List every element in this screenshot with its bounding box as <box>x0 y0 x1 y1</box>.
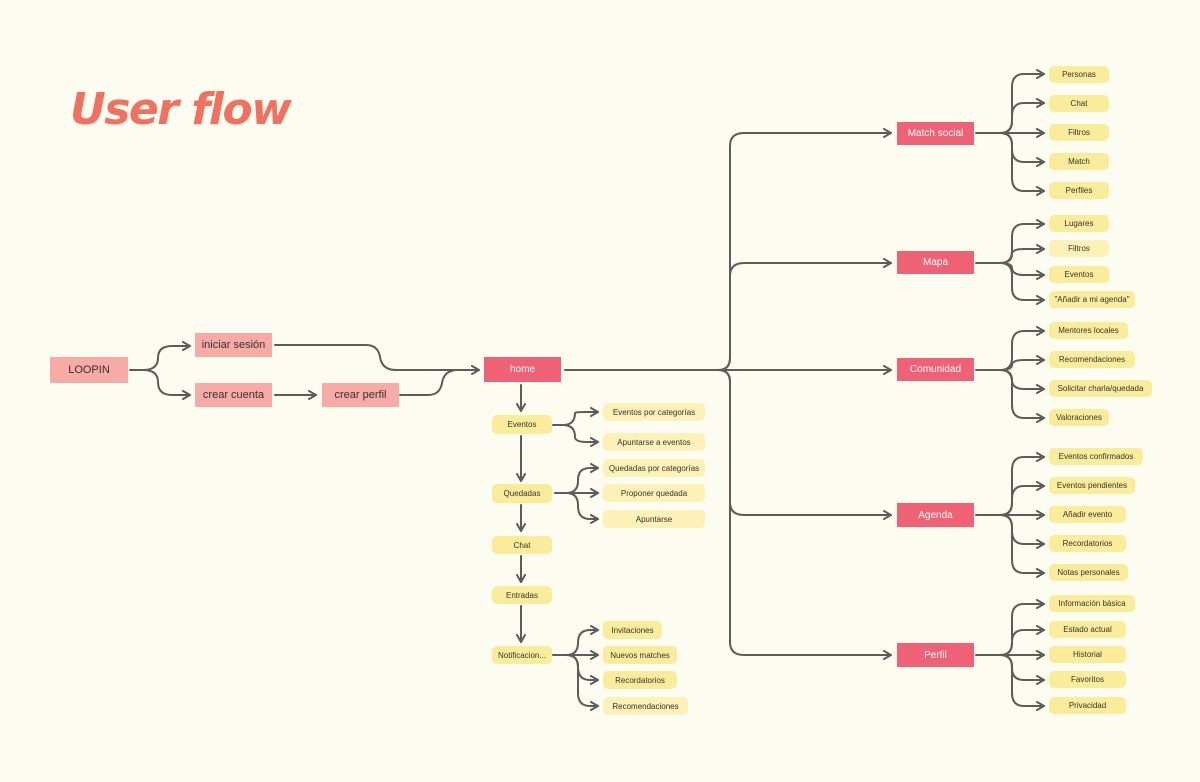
node-entradas[interactable]: Entradas <box>492 586 552 604</box>
node-recomendaciones-comunidad[interactable]: Recomendaciones <box>1049 351 1135 368</box>
node-privacidad[interactable]: Privacidad <box>1049 697 1126 714</box>
node-apuntarse[interactable]: Apuntarse <box>603 510 705 528</box>
node-informacion-basica[interactable]: Información básica <box>1049 595 1135 612</box>
node-eventos-por-categorias[interactable]: Eventos por categorías <box>603 403 705 421</box>
node-anadir-a-mi-agenda[interactable]: "Añadir a mi agenda" <box>1049 291 1135 308</box>
node-mapa[interactable]: Mapa <box>897 251 974 274</box>
node-perfiles[interactable]: Perfiles <box>1049 182 1109 199</box>
node-chat-match[interactable]: Chat <box>1049 95 1109 112</box>
node-nuevos-matches[interactable]: Nuevos matches <box>603 646 677 664</box>
node-eventos[interactable]: Eventos <box>492 415 552 434</box>
node-eventos-pendientes[interactable]: Eventos pendientes <box>1049 477 1135 494</box>
node-filtros-match[interactable]: Filtros <box>1049 124 1109 141</box>
node-match[interactable]: Match <box>1049 153 1109 170</box>
node-recordatorios-notif[interactable]: Recordatorios <box>603 671 677 689</box>
node-estado-actual[interactable]: Estado actual <box>1049 621 1126 638</box>
node-mentores-locales[interactable]: Mentores locales <box>1049 322 1128 339</box>
node-chat[interactable]: Chat <box>492 536 552 554</box>
node-proponer-quedada[interactable]: Proponer quedada <box>603 484 705 502</box>
node-anadir-evento[interactable]: Añadir evento <box>1049 506 1126 523</box>
node-notas-personales[interactable]: Notas personales <box>1049 564 1128 581</box>
node-crear-perfil[interactable]: crear perfil <box>322 383 399 407</box>
node-apuntarse-a-eventos[interactable]: Apuntarse a eventos <box>603 433 705 451</box>
node-home[interactable]: home <box>484 357 561 382</box>
node-recomendaciones-notif[interactable]: Recomendaciones <box>603 697 688 715</box>
node-solicitar-charla[interactable]: Solicitar charla/quedada <box>1049 380 1152 397</box>
node-match-social[interactable]: Match social <box>897 122 974 145</box>
node-quedadas-por-categorias[interactable]: Quedadas por categorías <box>603 459 705 477</box>
diagram-title: User flow <box>70 84 292 135</box>
node-invitaciones[interactable]: Invitaciones <box>603 621 662 639</box>
node-quedadas[interactable]: Quedadas <box>492 484 552 503</box>
node-perfil[interactable]: Perfil <box>897 643 974 667</box>
node-loopin[interactable]: LOOPIN <box>50 357 128 383</box>
node-comunidad[interactable]: Comunidad <box>897 358 974 381</box>
node-eventos-mapa[interactable]: Eventos <box>1049 266 1109 283</box>
node-lugares[interactable]: Lugares <box>1049 215 1109 232</box>
node-filtros-mapa[interactable]: Filtros <box>1049 240 1109 257</box>
node-notificaciones[interactable]: Notificacion... <box>492 646 552 664</box>
node-valoraciones[interactable]: Valoraciones <box>1049 409 1109 426</box>
node-iniciar-sesion[interactable]: iniciar sesión <box>195 333 272 357</box>
node-favoritos[interactable]: Favoritos <box>1049 671 1126 688</box>
node-crear-cuenta[interactable]: crear cuenta <box>195 383 272 407</box>
node-eventos-confirmados[interactable]: Eventos confirmados <box>1049 448 1143 465</box>
node-agenda[interactable]: Agenda <box>897 503 974 527</box>
node-recordatorios-agenda[interactable]: Recordatorios <box>1049 535 1126 552</box>
node-personas[interactable]: Personas <box>1049 66 1109 83</box>
node-historial[interactable]: Historial <box>1049 646 1126 663</box>
